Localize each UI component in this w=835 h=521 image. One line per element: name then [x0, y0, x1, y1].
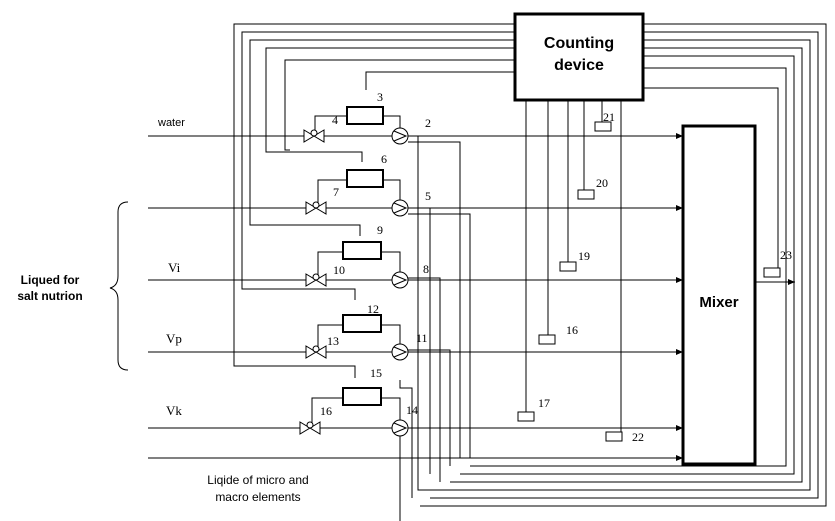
bottom-label-2: macro elements — [215, 490, 300, 504]
dosing-box-6 — [346, 169, 384, 188]
sensor-16 — [538, 334, 556, 345]
input-label-vp: Vp — [166, 331, 182, 346]
brace-label-1: Liqued for — [21, 273, 80, 287]
number-7: 7 — [333, 185, 339, 199]
number-22: 22 — [632, 430, 644, 444]
counting-device-block — [513, 12, 645, 102]
number-4: 4 — [332, 113, 338, 127]
input-label-water: water — [157, 117, 185, 129]
number-23: 23 — [780, 248, 792, 262]
brace — [109, 201, 129, 371]
mixer-label: Mixer — [699, 294, 738, 311]
input-label-vi: Vi — [168, 260, 181, 275]
dosing-unit-4 — [305, 314, 409, 361]
dosing-box-15 — [342, 387, 382, 406]
number-20: 20 — [596, 176, 608, 190]
number-3: 3 — [377, 90, 383, 104]
number-21: 21 — [603, 110, 615, 124]
number-9: 9 — [377, 223, 383, 237]
number-6: 6 — [381, 152, 387, 166]
sensors — [517, 121, 781, 442]
number-16-valve: 16 — [320, 404, 332, 418]
number-14: 14 — [406, 403, 418, 417]
component-numbers: 2 3 4 5 6 7 8 9 10 11 12 13 14 15 16 16 … — [320, 90, 792, 444]
dosing-unit-2 — [305, 169, 409, 217]
bottom-label-1: Liqide of micro and — [207, 473, 308, 487]
input-label-vk: Vk — [166, 403, 182, 418]
number-19: 19 — [578, 249, 590, 263]
number-17: 17 — [538, 396, 550, 410]
counting-device-label-1: Counting — [544, 35, 614, 52]
sensor-17 — [517, 411, 535, 422]
sensor-22 — [605, 431, 623, 442]
dosing-box-9 — [342, 241, 382, 260]
dosing-unit-1 — [303, 106, 409, 145]
feed-lines — [148, 133, 795, 461]
number-12: 12 — [367, 302, 379, 316]
control-wires — [233, 23, 827, 507]
number-5: 5 — [425, 189, 431, 203]
brace-label-2: salt nutrion — [17, 289, 82, 303]
dosing-unit-3 — [305, 241, 409, 289]
sensor-20 — [577, 189, 595, 200]
dosing-box-3 — [346, 106, 384, 125]
number-15: 15 — [370, 366, 382, 380]
mixer-block — [681, 124, 757, 466]
pump-wires — [399, 135, 471, 521]
number-16-sensor: 16 — [566, 323, 578, 337]
counting-device-label-2: device — [554, 57, 604, 74]
number-8: 8 — [423, 262, 429, 276]
sensor-21 — [594, 121, 612, 132]
dosing-unit-5 — [299, 387, 409, 437]
number-10: 10 — [333, 263, 345, 277]
number-11: 11 — [416, 331, 428, 345]
sensor-23 — [763, 267, 781, 278]
number-2: 2 — [425, 116, 431, 130]
sensor-19 — [559, 261, 577, 272]
number-13: 13 — [327, 334, 339, 348]
dosing-box-12 — [342, 314, 382, 333]
